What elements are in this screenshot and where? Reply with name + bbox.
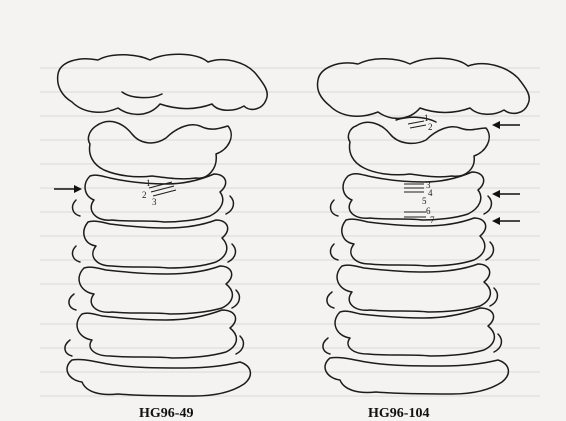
lesion-labels-left: 1 2 3 [142, 178, 157, 207]
specimen-caption-left: HG96-49 [139, 406, 193, 421]
specimen-left-drawing [58, 54, 268, 396]
arrows-right [492, 121, 520, 225]
arrow-right-lower [492, 217, 520, 225]
specimen-caption-right: HG96-104 [368, 406, 429, 421]
lesion-label: 5 [422, 196, 427, 206]
lesion-label: 4 [428, 188, 433, 198]
arrow-left [54, 185, 82, 193]
bleed-through-text [40, 68, 540, 396]
lesion-labels-right: 1 2 3 4 5 6 7 [422, 113, 435, 225]
lesion-label: 2 [428, 122, 433, 132]
lesion-label: 7 [430, 215, 435, 225]
arrow-right-upper [492, 121, 520, 129]
lesion-label: 2 [142, 190, 147, 200]
lesion-label: 3 [152, 197, 157, 207]
arrow-right-middle [492, 190, 520, 198]
specimen-right-drawing [318, 58, 530, 394]
lesion-label: 1 [146, 178, 151, 188]
